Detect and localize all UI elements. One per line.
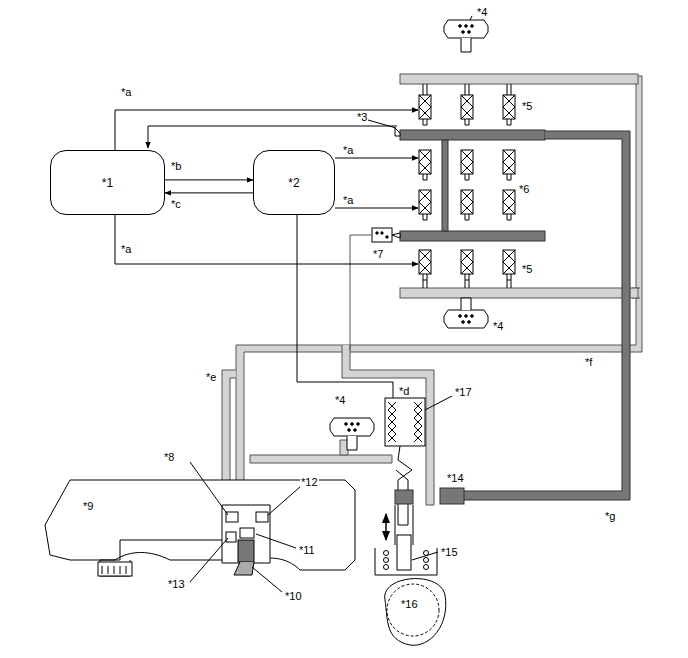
callout-label: *14 (446, 472, 465, 484)
callout-label: *d (398, 385, 410, 397)
callout-label: *c (170, 198, 182, 210)
callout-label: *4 (476, 6, 488, 18)
injector-symbol (419, 84, 431, 125)
injector-symbol (419, 190, 431, 220)
callout-label: *7 (372, 248, 384, 260)
callout-label: *a (120, 86, 132, 98)
callout-label: *a (342, 194, 354, 206)
injector-symbol (503, 250, 515, 288)
control-box: *2 (253, 150, 335, 215)
callout-label: *4 (334, 394, 346, 406)
callout-label: *6 (518, 183, 530, 195)
callout-label: *4 (492, 320, 504, 332)
injector-symbol (419, 250, 431, 288)
callout-label: *16 (400, 598, 419, 610)
injector-symbol (503, 84, 515, 125)
callout-label: *5 (521, 100, 533, 112)
signal-arrow (165, 192, 253, 193)
box-label: *2 (288, 176, 299, 190)
callout-label: *13 (167, 578, 186, 590)
injector-symbol (503, 150, 515, 180)
callout-label: *b (170, 160, 182, 172)
injector-symbol (419, 150, 431, 180)
callout-label: *17 (454, 386, 473, 398)
callout-label: *f (584, 356, 593, 368)
injector-symbol (503, 190, 515, 220)
pulsation-damper (444, 20, 488, 52)
callout-label: *11 (298, 544, 316, 556)
pulsation-damper (330, 418, 374, 450)
callout-label: *5 (521, 263, 533, 275)
injector-symbol (461, 190, 473, 220)
control-box: *1 (50, 150, 165, 215)
pulsation-damper (444, 298, 488, 328)
callout-label: *15 (440, 546, 459, 558)
callout-label: *9 (82, 500, 94, 512)
callout-label: *8 (163, 451, 175, 463)
callout-label: *g (604, 510, 616, 522)
callout-label: *3 (356, 111, 368, 123)
callout-label: *10 (284, 590, 303, 602)
callout-label: *e (205, 371, 217, 383)
injector-symbol (461, 250, 473, 288)
box-label: *1 (102, 176, 113, 190)
injector-symbol (461, 150, 473, 180)
callout-label: *a (120, 243, 132, 255)
callout-label: *12 (300, 476, 319, 488)
callout-label: *a (342, 144, 354, 156)
injector-symbol (461, 84, 473, 125)
signal-arrow (165, 179, 253, 180)
